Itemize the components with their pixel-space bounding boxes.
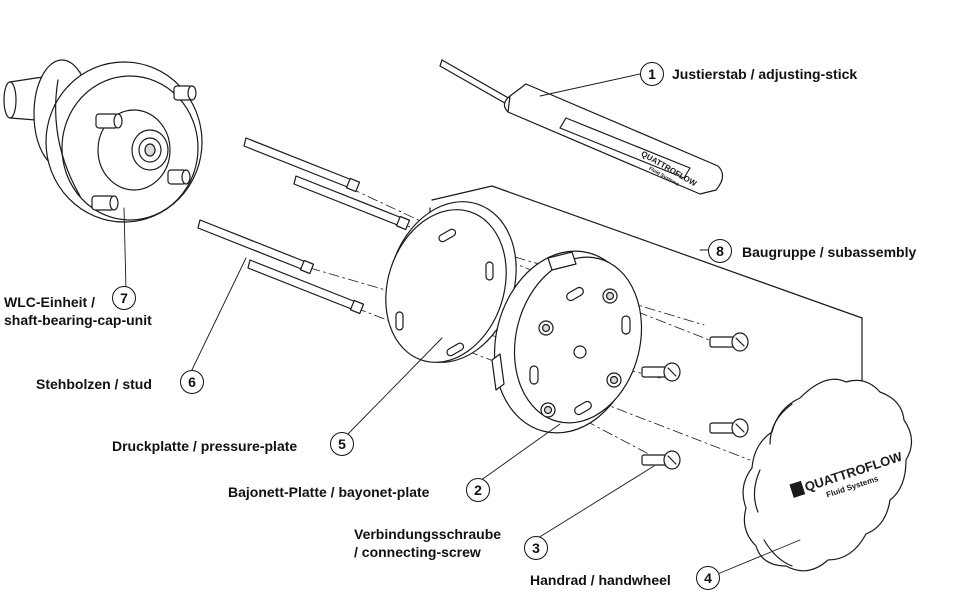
callout-1: 1 — [640, 62, 664, 86]
handwheel-icon — [742, 378, 913, 572]
shaft-bearing-cap-unit-icon — [3, 59, 203, 223]
label-shaft-bearing-cap-unit-line1: WLC-Einheit / — [4, 294, 95, 310]
connecting-screw-icon — [641, 332, 749, 470]
callout-2: 2 — [466, 478, 490, 502]
callout-6: 6 — [180, 370, 204, 394]
callout-8: 8 — [708, 239, 732, 263]
label-handwheel: Handrad / handwheel — [530, 572, 671, 588]
callout-7: 7 — [112, 286, 136, 310]
pressure-plate-icon — [385, 201, 517, 363]
callout-5: 5 — [330, 432, 354, 456]
label-subassembly: Baugruppe / subassembly — [742, 244, 917, 260]
label-stud: Stehbolzen / stud — [36, 376, 152, 392]
label-pressure-plate: Druckplatte / pressure-plate — [112, 438, 298, 454]
callout-3: 3 — [524, 536, 548, 560]
label-connecting-screw-line1: Verbindungsschraube — [354, 526, 502, 542]
leader-lines — [123, 73, 801, 579]
stud-icon — [197, 137, 411, 315]
label-shaft-bearing-cap-unit-line2: shaft-bearing-cap-unit — [4, 312, 152, 328]
label-bayonet-plate: Bajonett-Platte / bayonet-plate — [228, 484, 430, 500]
adjusting-stick-icon — [439, 59, 724, 195]
label-adjusting-stick: Justierstab / adjusting-stick — [672, 66, 858, 82]
bayonet-plate-icon — [491, 250, 643, 434]
callout-4: 4 — [696, 566, 720, 590]
label-connecting-screw-line2: / connecting-screw — [354, 544, 481, 560]
